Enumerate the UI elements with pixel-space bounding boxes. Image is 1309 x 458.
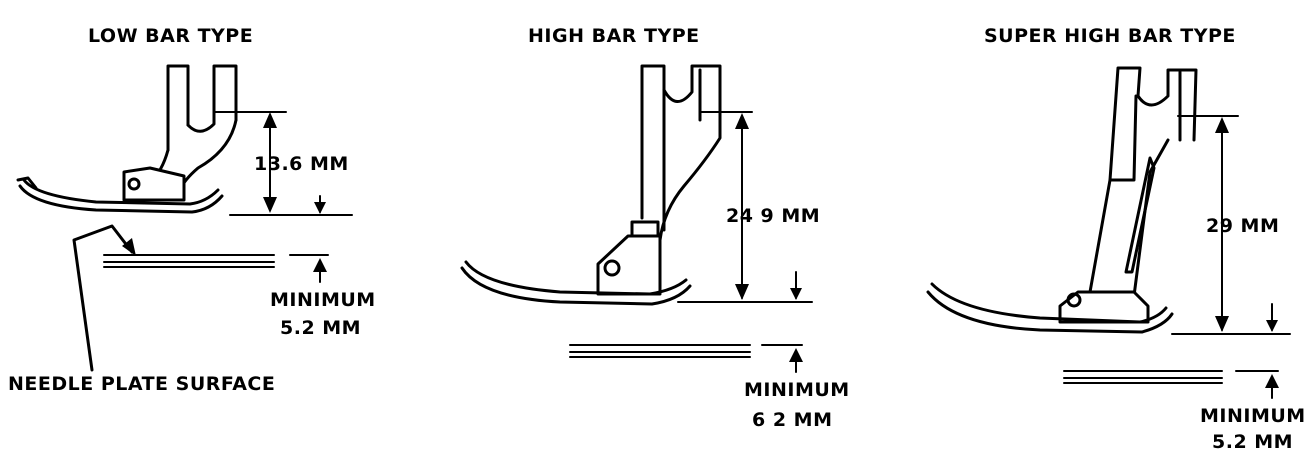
super-high-bar-minimum-label-line2: 5.2 MM xyxy=(1212,431,1293,453)
panel-high-bar-heading: HIGH BAR TYPE xyxy=(528,25,700,47)
panel-high-bar: HIGH BAR TYPE 24 9 MM xyxy=(460,25,850,431)
super-high-bar-minimum-label-line1: MINIMUM xyxy=(1200,405,1306,427)
panel-low-bar: LOW BAR TYPE 13.6 xyxy=(8,25,376,395)
high-bar-needle-plate-surface xyxy=(569,344,803,358)
low-bar-height-dimension-arrow xyxy=(263,112,326,214)
high-bar-minimum-label-line1: MINIMUM xyxy=(744,379,850,401)
low-bar-minimum-label-line2: 5.2 MM xyxy=(280,317,361,339)
low-bar-presser-foot-illustration xyxy=(16,64,238,214)
super-high-bar-height-label: 29 MM xyxy=(1206,215,1279,237)
high-bar-minimum-dimension-arrow xyxy=(789,348,803,373)
super-high-bar-minimum-dimension-arrow xyxy=(1265,374,1279,399)
super-high-bar-presser-foot-illustration xyxy=(926,66,1198,334)
high-bar-minimum-label-line2: 6 2 MM xyxy=(752,409,832,431)
needle-plate-surface-label: NEEDLE PLATE SURFACE xyxy=(8,373,275,395)
low-bar-needle-plate-surface xyxy=(103,254,329,268)
low-bar-minimum-label-line1: MINIMUM xyxy=(270,289,376,311)
high-bar-height-label: 24 9 MM xyxy=(726,205,820,227)
low-bar-height-label: 13.6 MM xyxy=(254,153,349,175)
super-high-bar-needle-plate-surface xyxy=(1063,370,1279,384)
high-bar-height-dimension-arrow xyxy=(735,113,802,300)
panel-super-high-bar-heading: SUPER HIGH BAR TYPE xyxy=(984,25,1236,47)
panel-super-high-bar: SUPER HIGH BAR TYPE 29 xyxy=(926,25,1306,453)
panel-low-bar-heading: LOW BAR TYPE xyxy=(88,25,253,47)
super-high-bar-height-dimension-arrow xyxy=(1215,117,1278,332)
needle-plate-leader-line xyxy=(72,224,136,372)
low-bar-minimum-dimension-arrow xyxy=(313,258,327,283)
high-bar-presser-foot-illustration xyxy=(460,64,722,306)
